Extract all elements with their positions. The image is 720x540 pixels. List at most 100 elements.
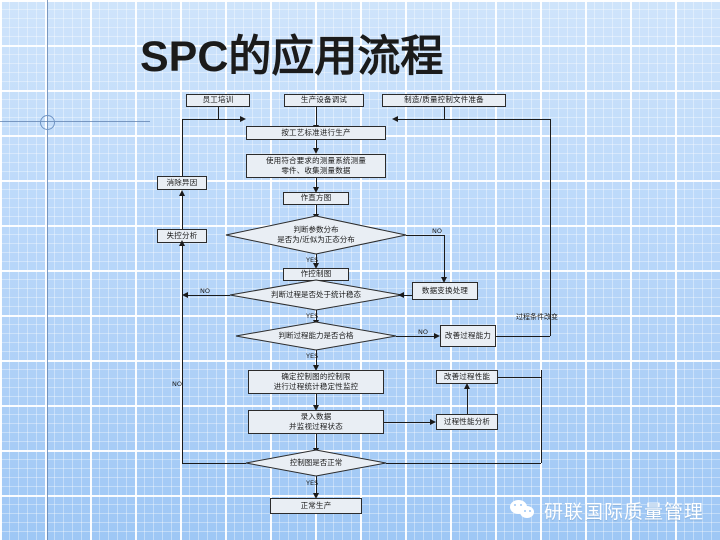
node-improve-performance[interactable]: 改善过程性能 [436, 370, 498, 384]
slide-title: SPC的应用流程 [140, 33, 444, 81]
arrowhead-stability-no [182, 291, 188, 298]
arrowhead-perf-analysis [430, 418, 436, 425]
watermark: 研联国际质量管理 [509, 497, 704, 524]
arrowhead-improve-capability [434, 332, 440, 339]
edge-training-right [218, 119, 242, 120]
edge-measure-histogram [316, 178, 317, 189]
arrowhead-improve-perf [463, 383, 470, 389]
node-normal-production[interactable]: 正常生产 [270, 498, 362, 514]
node-label: 作直方图 [300, 193, 332, 203]
edge-removecause-to-produce [182, 119, 218, 120]
decision-stability[interactable]: 判断过程是否处于统计稳态 [229, 279, 403, 311]
edge-transform-to-stability [402, 295, 412, 296]
edge-return-to-produce [444, 119, 550, 120]
edge-ooc-removecause [182, 195, 183, 229]
edge-improve-perf-top [498, 377, 541, 378]
node-label: 作控制图 [300, 269, 332, 279]
decision-label: 控制图是否正常 [289, 458, 343, 468]
decision-chart-normal[interactable]: 控制图是否正常 [245, 449, 387, 477]
edge-chartok-no-up [182, 388, 183, 463]
node-remove-cause[interactable]: 消除异因 [157, 176, 207, 190]
node-label: 录入数据 并监视过程状态 [289, 411, 343, 431]
edge-label-capability-no: NO [418, 328, 428, 336]
edge-stability-no [185, 295, 230, 296]
edge-improve-capability-out [496, 336, 550, 337]
arrowhead-training [240, 116, 246, 122]
edge-label-stability-yes: YES [306, 312, 319, 320]
edge-normality-no [406, 235, 444, 236]
node-performance-analysis[interactable]: 过程性能分析 [436, 414, 498, 430]
edge-histogram-normality [316, 205, 317, 216]
edge-ooc-feed [182, 243, 183, 388]
node-label: 过程性能分析 [443, 416, 491, 426]
registration-mark-icon [36, 114, 60, 138]
node-label: 按工艺标准进行生产 [281, 127, 351, 137]
decision-label: 判断过程能力是否合格 [278, 331, 354, 341]
arrowhead-ooc-analysis [178, 240, 185, 246]
node-label: 制造/质量控制文件准备 [404, 95, 484, 105]
node-data-transform[interactable]: 数据变换处理 [412, 282, 478, 300]
guide-horizontal-line [0, 121, 150, 122]
node-label: 改善过程性能 [443, 371, 491, 381]
edge-normality-yes [316, 254, 317, 265]
edge-setlimits-enterdata [316, 394, 317, 407]
node-document-prep[interactable]: 制造/质量控制文件准备 [382, 94, 506, 107]
edge-improve-perf-return [541, 370, 542, 463]
guide-vertical-line [47, 0, 48, 540]
node-label: 正常生产 [300, 500, 332, 510]
edge-chartok-no-left [182, 463, 246, 464]
node-label: 生产设备调试 [300, 95, 348, 105]
arrowhead-document [392, 116, 398, 122]
arrowhead-normal-production [312, 493, 319, 499]
arrowhead-enterdata [312, 405, 319, 411]
node-equipment-debug[interactable]: 生产设备调试 [284, 94, 364, 107]
edge-training-down [218, 107, 219, 119]
node-produce[interactable]: 按工艺标准进行生产 [246, 126, 386, 140]
node-improve-capability[interactable]: 改善过程能力 [440, 325, 496, 347]
node-employee-training[interactable]: 员工培训 [186, 94, 250, 107]
edge-normality-no-down [444, 235, 445, 279]
node-label: 确定控制图的控制限 进行过程统计稳定性监控 [273, 371, 359, 391]
node-measure[interactable]: 使用符合要求的测量系统测量 零件、收集测量数据 [246, 154, 386, 178]
edge-produce-measure [316, 140, 317, 150]
decision-normality[interactable]: 判断参数分布 是否为/近似为正态分布 [225, 215, 407, 255]
watermark-text: 研联国际质量管理 [543, 501, 704, 523]
edge-improve-capability-right [550, 119, 551, 336]
edge-document-left [398, 119, 444, 120]
node-label: 数据变换处理 [421, 285, 469, 295]
edge-stability-capability [316, 310, 317, 322]
edge-improve-perf-bottom [386, 463, 541, 464]
edge-capability-setlimits [316, 350, 317, 367]
arrowhead-setlimits [312, 365, 319, 371]
edge-equipment-down [316, 107, 317, 127]
node-histogram[interactable]: 作直方图 [283, 192, 349, 205]
arrowhead-control-chart [312, 263, 319, 269]
decision-label: 判断参数分布 是否为/近似为正态分布 [277, 225, 355, 244]
node-enter-data[interactable]: 录入数据 并监视过程状态 [248, 410, 384, 434]
node-label: 改善过程能力 [444, 330, 492, 340]
decision-capability[interactable]: 判断过程能力是否合格 [235, 321, 397, 351]
edge-capability-no [396, 336, 436, 337]
node-label: 失控分析 [166, 230, 198, 240]
annotation-process-condition-changed: 过程条件改变 [516, 313, 558, 321]
node-label: 消除异因 [166, 177, 198, 187]
edge-enterdata-chartok [316, 434, 317, 450]
edge-removecause-up [182, 119, 183, 176]
arrowhead-transform-stability [398, 291, 404, 298]
node-label: 员工培训 [202, 95, 234, 105]
edge-label-chartok-yes: YES [306, 479, 319, 487]
edge-perf-improve [467, 388, 468, 414]
arrowhead-measure [312, 148, 319, 154]
edge-chartok-normalprod [316, 476, 317, 495]
edge-label-stability-no: NO [200, 287, 210, 295]
node-set-limits[interactable]: 确定控制图的控制限 进行过程统计稳定性监控 [248, 370, 384, 394]
edge-label-chartok-no: NO [172, 380, 182, 388]
arrowhead-histogram [312, 187, 319, 193]
edge-enterdata-perf [384, 422, 432, 423]
arrowhead-remove-cause [178, 190, 185, 196]
decision-label: 判断过程是否处于统计稳态 [271, 290, 361, 300]
wechat-icon [509, 499, 536, 522]
edge-label-normality-yes: YES [306, 256, 319, 264]
edge-label-capability-yes: YES [306, 352, 319, 360]
